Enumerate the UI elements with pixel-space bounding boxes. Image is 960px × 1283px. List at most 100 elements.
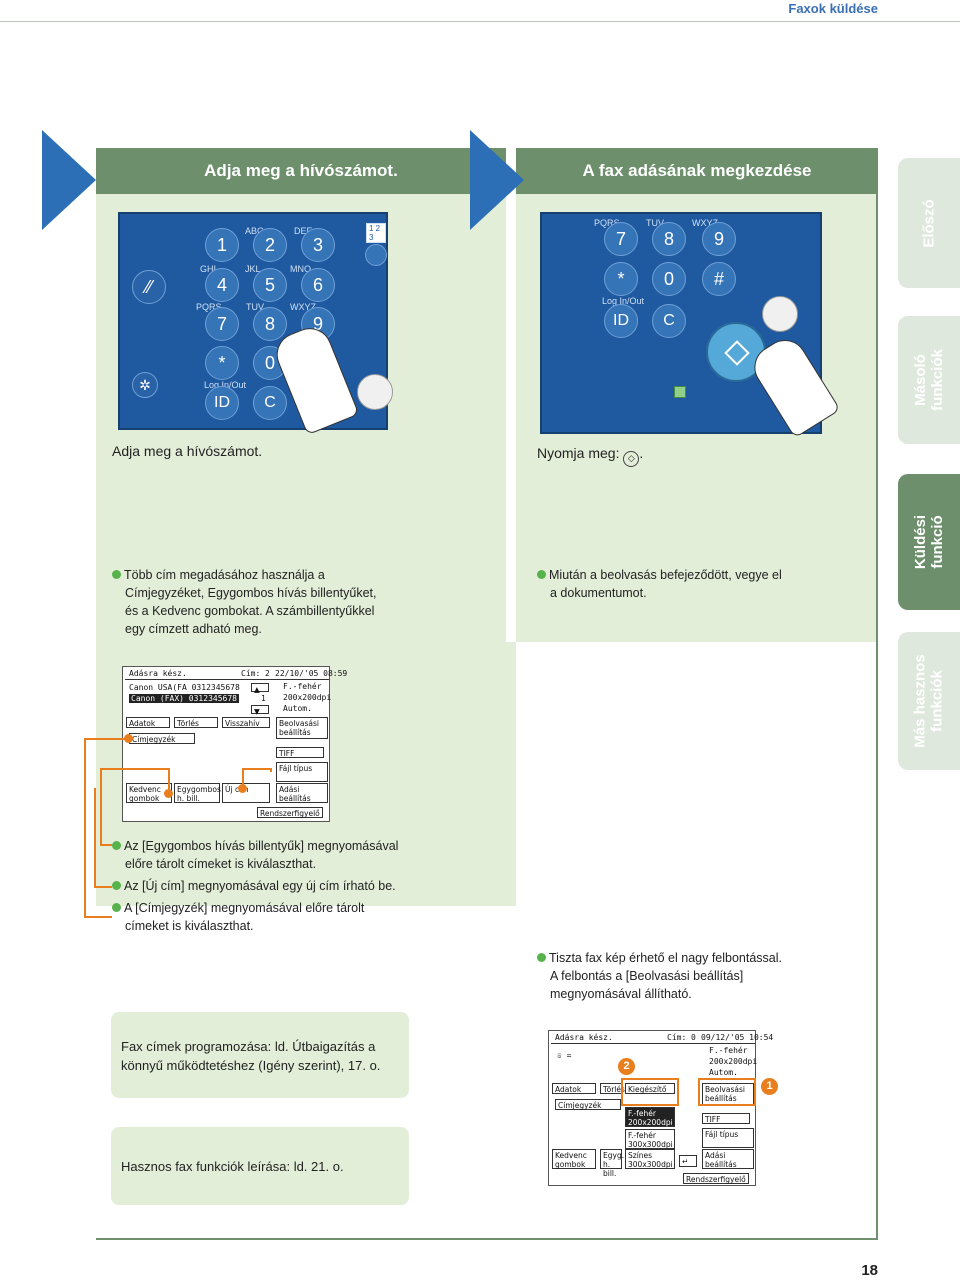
bullet-icon <box>537 953 546 962</box>
screen-label: Cím: <box>667 1033 687 1042</box>
key-id: ID <box>205 386 239 420</box>
touch-panel-screen-left: Adásra kész. Cím: 2 22/10/'05 08:59 Cano… <box>122 666 347 822</box>
step-caption-1: Adja meg a hívószámot. <box>112 443 263 459</box>
screen-entry-selected: Canon (FAX) 0312345678 <box>129 694 239 703</box>
key-label: WXYZ <box>290 302 316 312</box>
screen-page: 1 <box>261 694 266 703</box>
tab-label-line: funkciók <box>929 670 946 732</box>
option-line: 200x200dpi <box>628 1118 673 1127</box>
info-box-programming: Fax címek programozása: ld. Útbaigazítás… <box>111 1012 409 1098</box>
note-line: egy címzett adható meg. <box>125 622 262 636</box>
tab-label-line: Más hasznos <box>912 654 929 748</box>
caption-suffix: . <box>639 445 644 461</box>
callout-line <box>84 738 86 918</box>
key-asterisk: * <box>604 262 638 296</box>
screen-label: Cím: <box>241 669 261 678</box>
note-line: Az [Új cím] megnyomásával egy új cím írh… <box>124 879 396 893</box>
step-arrow-icon <box>42 130 96 230</box>
note-line: A felbontás a [Beolvasási beállítás] <box>550 969 744 983</box>
highlight-box-1 <box>698 1078 756 1106</box>
key-c: C <box>652 304 686 338</box>
callout-line <box>100 844 112 846</box>
bullet-icon <box>112 570 121 579</box>
touch-panel-screen-right: Adásra kész. Cím: 0 09/12/'05 10:54 ☏ = … <box>548 1030 773 1186</box>
one-touch-button: Egyg. h. bill. <box>600 1149 624 1178</box>
counter-key: 1 2 3 <box>366 223 386 243</box>
note-line: A [Címjegyzék] megnyomásával előre tárol… <box>124 901 365 915</box>
key-label: GHI <box>200 264 217 274</box>
callout-dot-icon <box>164 789 173 798</box>
bullet-icon <box>112 841 121 850</box>
key-0: 0 <box>652 262 686 296</box>
key-c: C <box>253 386 287 420</box>
torles-button: Törlés <box>174 717 218 728</box>
screen-res: F.-fehér <box>709 1046 748 1055</box>
scan-settings-button: Beolvasási beállítás <box>276 717 328 739</box>
option-line: F.-fehér <box>628 1109 656 1118</box>
one-touch-button: Egygombos h. bill. <box>174 783 221 803</box>
clear-icon: ⁄⁄ <box>132 270 166 304</box>
tiff-button: TIFF <box>276 747 324 758</box>
tab-label: Előszó <box>920 198 938 248</box>
keypad-illustration-right: PQRS TUV WXYZ 7 8 9 * 0 # Log In/Out ID … <box>540 212 822 434</box>
note-line: Több cím megadásához használja a <box>124 568 325 582</box>
screen-res: Autom. <box>283 704 312 713</box>
top-bar: Faxok küldése <box>0 0 960 22</box>
key-label: Log In/Out <box>602 296 645 306</box>
highlight-box-2 <box>621 1078 679 1106</box>
key-label: ABC <box>245 226 264 236</box>
key-8: 8 <box>652 222 686 256</box>
key-label: PQRS <box>594 218 620 228</box>
scroll-up-button: ▲ <box>251 683 269 694</box>
stop-key-icon <box>357 374 393 410</box>
option-line: F.-fehér <box>628 1131 656 1140</box>
visszahiv-button: Visszahív <box>222 717 270 728</box>
step-caption-2: Nyomja meg: ◇. <box>537 445 643 467</box>
send-settings-button: Adási beállítás <box>702 1149 754 1169</box>
note-line: megnyomásával állítható. <box>550 987 692 1001</box>
callout-line <box>168 768 170 792</box>
key-9: 9 <box>702 222 736 256</box>
caption-text: Nyomja meg: <box>537 445 620 461</box>
key-asterisk: * <box>205 346 239 380</box>
screen-datetime: 22/10/'05 08:59 <box>275 669 348 678</box>
tab-label-line: funkciók <box>929 349 946 411</box>
system-monitor-button: Rendszerfigyelő <box>257 807 323 818</box>
address-book-button: Címjegyzék <box>555 1099 621 1110</box>
note-line: Miután a beolvasás befejeződött, vegye e… <box>549 568 782 582</box>
start-key-icon: ◇ <box>623 451 640 467</box>
resolution-note: Tiszta fax kép érhető el nagy felbontáss… <box>537 949 782 1003</box>
adatok-button: Adatok <box>552 1083 596 1094</box>
key-1: 1 <box>205 228 239 262</box>
step-arrow-icon <box>470 130 524 230</box>
step-title-2: A fax adásának megkezdése <box>516 148 878 194</box>
system-monitor-button: Rendszerfigyelő <box>683 1173 749 1184</box>
tab-eloszo[interactable]: Előszó <box>898 158 960 288</box>
option-line: 300x300dpi <box>628 1160 673 1169</box>
fax-entry-icon: ☏ = <box>557 1051 572 1060</box>
key-hash: # <box>702 262 736 296</box>
note-line: előre tárolt címeket is kiválaszthat. <box>125 857 317 871</box>
note-line: Címjegyzéket, Egygombos hívás billentyűk… <box>125 586 377 600</box>
step-badge-2: 2 <box>618 1058 635 1075</box>
key-6: 6 <box>301 268 335 302</box>
screen-datetime: 09/12/'05 10:54 <box>701 1033 774 1042</box>
callout-line <box>100 768 102 846</box>
screen-status: Adásra kész. <box>129 669 187 678</box>
key-label: PQRS <box>196 302 222 312</box>
callout-line <box>84 738 126 740</box>
torles-button: Törlés <box>600 1083 625 1094</box>
info-line: Hasznos fax funkciók leírása: ld. 21. o. <box>121 1159 344 1174</box>
info-line: könnyű működtetéshez (Igény szerint), 17… <box>121 1058 381 1073</box>
callout-line <box>94 886 112 888</box>
note-line: és a Kedvenc gombokat. A számbillentyűkk… <box>125 604 375 618</box>
key-label: TUV <box>246 302 264 312</box>
